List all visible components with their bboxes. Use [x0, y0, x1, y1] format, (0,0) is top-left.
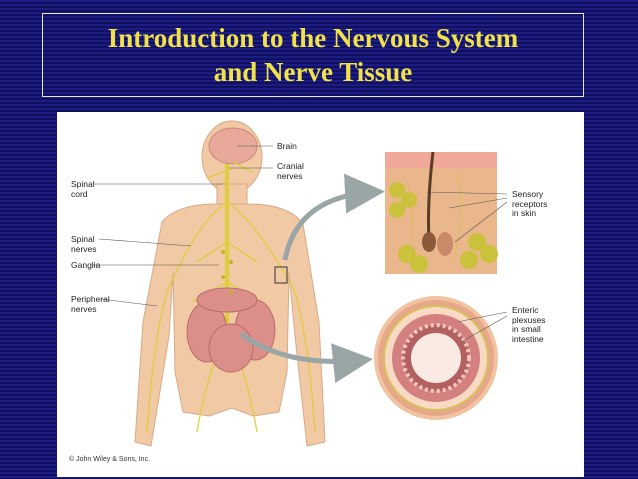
intestine-arrow — [239, 331, 373, 384]
intestine-cross-section — [374, 296, 498, 420]
label-cranial-nerves: Cranial nerves — [277, 161, 304, 181]
leader-lines — [93, 145, 508, 343]
intestines — [186, 287, 276, 373]
skin-arrow — [282, 173, 385, 261]
label-ganglia: Ganglia — [71, 260, 101, 270]
label-spinal-nerves: Spinal nerves — [71, 234, 97, 254]
skin-patch-marker — [274, 266, 288, 284]
label-sensory-receptors: Sensory receptors in skin — [512, 189, 548, 218]
label-peripheral-nerves: Peripheral nerves — [71, 294, 110, 314]
skin-cross-section — [385, 151, 498, 274]
slide-title-line-2: and Nerve Tissue — [213, 57, 413, 87]
anatomy-illustration — [93, 120, 508, 447]
label-brain: Brain — [277, 141, 297, 151]
title-box: Introduction to the Nervous System and N… — [42, 13, 584, 97]
label-enteric-plexuses: Enteric plexuses in small intestine — [512, 305, 546, 344]
nervous-system-figure: Brain Cranial nerves Spinal cord Spinal … — [57, 112, 584, 477]
ganglia-dots — [221, 250, 233, 294]
slide-title-line-1: Introduction to the Nervous System — [107, 23, 519, 53]
label-spinal-cord: Spinal cord — [71, 179, 95, 199]
copyright-notice: © John Wiley & Sons, Inc. — [69, 456, 151, 463]
